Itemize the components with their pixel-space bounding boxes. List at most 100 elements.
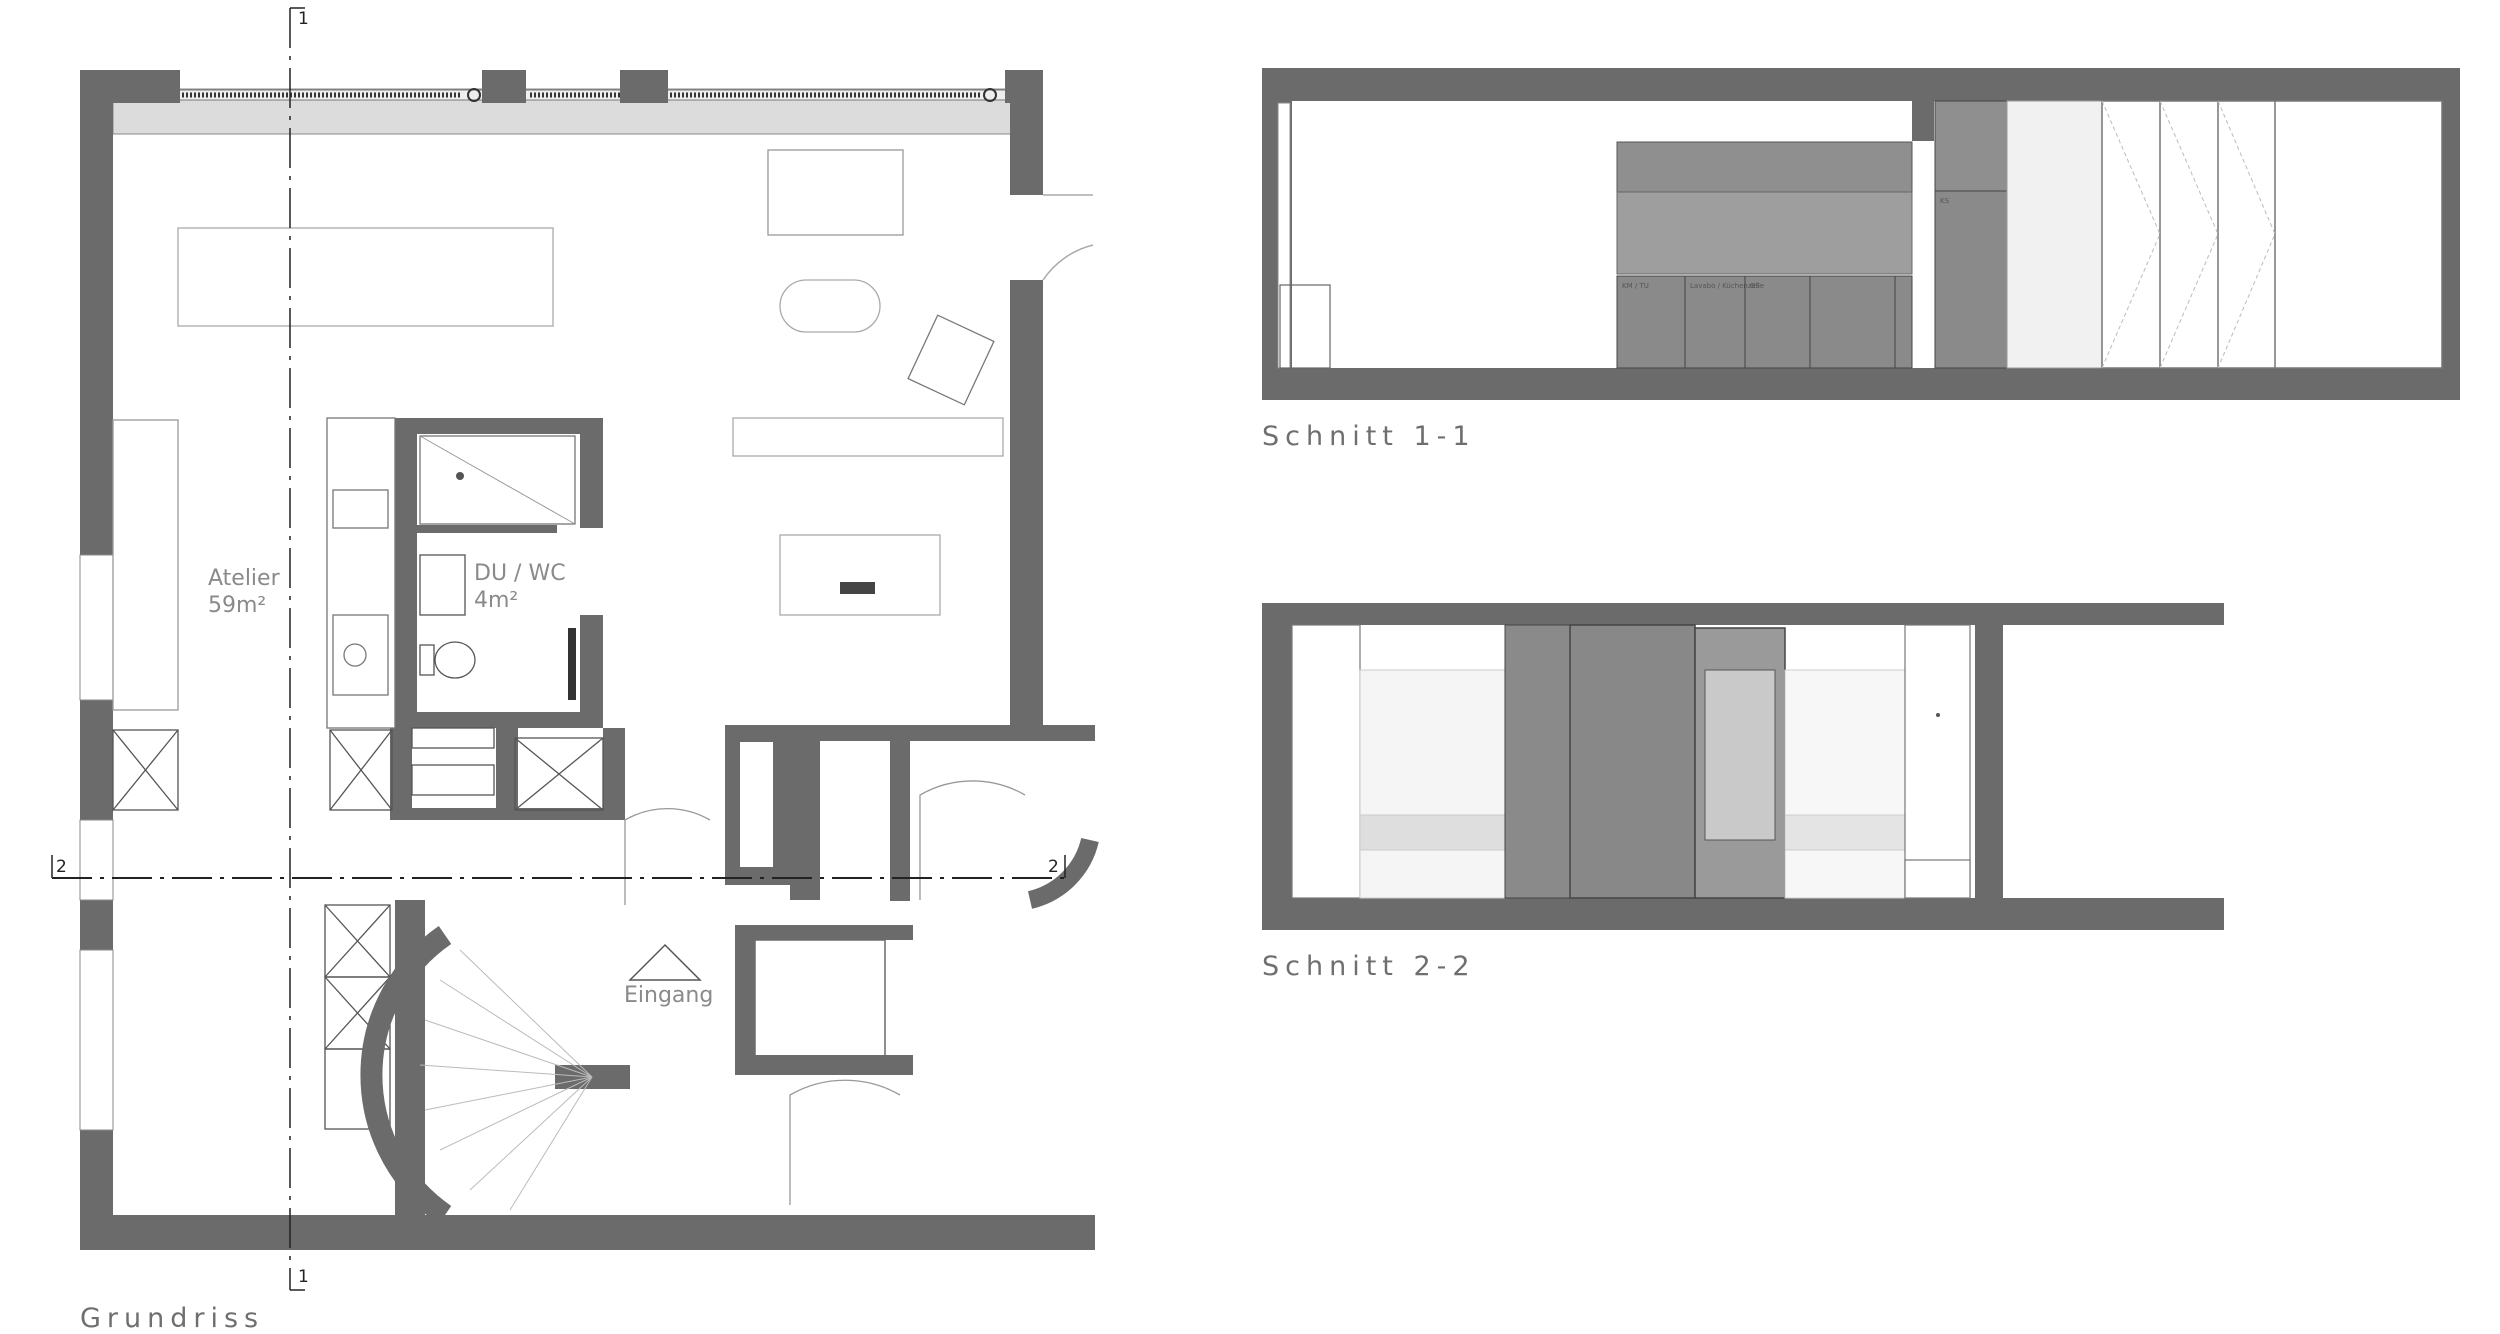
shelf-small-2 bbox=[411, 764, 495, 796]
s1-backsplash bbox=[1616, 191, 1913, 275]
s1-floor bbox=[1262, 368, 2460, 400]
entrance-arrow-icon bbox=[628, 943, 702, 981]
s2-wall-right bbox=[1975, 603, 2003, 930]
corridor-wall-right-core bbox=[740, 742, 773, 867]
left-window-1 bbox=[79, 554, 114, 701]
s2-window-view-1-sill bbox=[1359, 814, 1506, 851]
sideboard bbox=[732, 417, 1004, 457]
dining-table bbox=[177, 227, 554, 327]
s1-small-cabinet bbox=[1279, 284, 1331, 369]
wall-top-right-ext bbox=[820, 725, 1095, 741]
section-mark-1-top: 1 bbox=[298, 9, 309, 29]
window-pivot bbox=[467, 88, 481, 102]
shelf-left bbox=[112, 419, 179, 711]
s1-tall-cabinet-top bbox=[1934, 100, 2008, 192]
s1-label-km-tu: KM / TU bbox=[1622, 282, 1649, 290]
wall-right-mid bbox=[790, 725, 820, 900]
floorplan-title: Grundriss bbox=[80, 1303, 264, 1334]
coffee-table bbox=[779, 279, 881, 333]
right-door-swing bbox=[1042, 194, 1094, 281]
s1-upper-cabinet bbox=[1616, 141, 1913, 193]
bath-wall-right-lower bbox=[580, 615, 603, 728]
armchair bbox=[907, 314, 995, 406]
desk bbox=[779, 534, 941, 616]
door-swing-entrance bbox=[624, 807, 711, 905]
s1-closet-2 bbox=[2101, 100, 2443, 369]
s2-roof bbox=[1262, 603, 2224, 625]
corridor-wall-a bbox=[390, 728, 412, 808]
stair-treads bbox=[419, 949, 593, 1211]
wall-top-pier-2 bbox=[620, 70, 668, 103]
lift-car bbox=[754, 939, 886, 1061]
room-area-bath: 4m² bbox=[474, 588, 518, 613]
bath-mid-wall bbox=[417, 525, 557, 533]
wall-bottom bbox=[80, 1215, 1095, 1250]
s2-window-view-2 bbox=[1784, 669, 1906, 899]
s2-handle bbox=[1936, 713, 1940, 717]
s2-wall-left bbox=[1262, 603, 1292, 930]
shower-tray bbox=[419, 435, 576, 525]
s1-door-swing-marks bbox=[2101, 100, 2276, 369]
section-mark-1-bottom: 1 bbox=[298, 1267, 309, 1287]
washbasin bbox=[419, 554, 466, 616]
lift-shaft-wall bbox=[735, 925, 755, 1075]
s2-shelf-inner bbox=[1704, 669, 1776, 841]
door-swing-right bbox=[919, 780, 1026, 900]
bath-wall-left bbox=[395, 418, 417, 728]
s1-label-gs: GS bbox=[1750, 282, 1760, 290]
s1-label-ks: KS bbox=[1940, 197, 1950, 205]
s2-window-view-1 bbox=[1359, 669, 1506, 899]
s1-closet-1 bbox=[2006, 100, 2103, 369]
s2-right-closet bbox=[1904, 624, 1971, 899]
hob-ring bbox=[343, 643, 367, 667]
corridor-wall-c bbox=[603, 728, 625, 808]
shower-diag bbox=[419, 435, 576, 525]
wall-right-upper bbox=[1010, 70, 1043, 730]
curved-wall-right bbox=[1027, 837, 1099, 909]
section-2-2: Schnitt 2-2 bbox=[1262, 603, 2224, 982]
section-mark-2-left: 2 bbox=[56, 857, 67, 877]
kitchen-counter bbox=[326, 417, 396, 729]
left-window-3 bbox=[79, 949, 114, 1131]
room-name-atelier: Atelier bbox=[208, 566, 281, 591]
stair-wall-top bbox=[395, 900, 425, 1220]
section-2-title: Schnitt 2-2 bbox=[1262, 951, 1476, 982]
s1-wall-right bbox=[2440, 68, 2460, 400]
section-1-1: KM / TU Lavabo / Küchenzeile GS KS Schni… bbox=[1262, 68, 2460, 452]
door-swing-lower bbox=[789, 1079, 901, 1205]
s1-roof bbox=[1262, 68, 2460, 101]
s2-floor bbox=[1262, 898, 2224, 930]
s1-base-cabinets bbox=[1616, 275, 1913, 369]
bath-wall-right-upper bbox=[580, 418, 603, 528]
window-pivot bbox=[983, 88, 997, 102]
s2-tall-unit bbox=[1569, 624, 1696, 899]
room-area-atelier: 59m² bbox=[208, 593, 266, 618]
storage-cabinets bbox=[112, 729, 604, 1130]
s2-fridge-block bbox=[1504, 624, 1571, 899]
corridor-wall-bottom bbox=[390, 808, 625, 820]
shelf-small-1 bbox=[411, 727, 495, 749]
s2-left-closet bbox=[1291, 624, 1361, 899]
lift-shaft-wall-top bbox=[735, 925, 913, 940]
toilet bbox=[434, 641, 476, 679]
wall-top-pier-1 bbox=[482, 70, 526, 103]
bath-wall-top bbox=[395, 418, 603, 434]
s2-window-view-2-sill bbox=[1784, 814, 1906, 851]
sofa bbox=[767, 149, 904, 236]
kitchen-sink bbox=[332, 489, 389, 529]
s1-label-lavabo: Lavabo / Küchenzeile bbox=[1690, 282, 1764, 290]
floor-plan: 1 1 2 2 Atelier 59m² DU / WC 4m² Eingang… bbox=[51, 7, 1099, 1334]
toilet-tank bbox=[419, 644, 435, 676]
bath-door bbox=[568, 628, 576, 700]
kitchen-cooktop bbox=[332, 614, 389, 696]
keyboard bbox=[840, 582, 875, 594]
lift-shaft-wall-bottom bbox=[735, 1055, 913, 1075]
shower-drain bbox=[456, 472, 464, 480]
room-name-bath: DU / WC bbox=[474, 561, 566, 586]
right-door-opening bbox=[1010, 195, 1043, 280]
corridor-wall-b bbox=[496, 728, 518, 808]
section-1-title: Schnitt 1-1 bbox=[1262, 421, 1476, 452]
left-window-2 bbox=[79, 819, 114, 901]
s1-beam bbox=[1912, 101, 1934, 141]
